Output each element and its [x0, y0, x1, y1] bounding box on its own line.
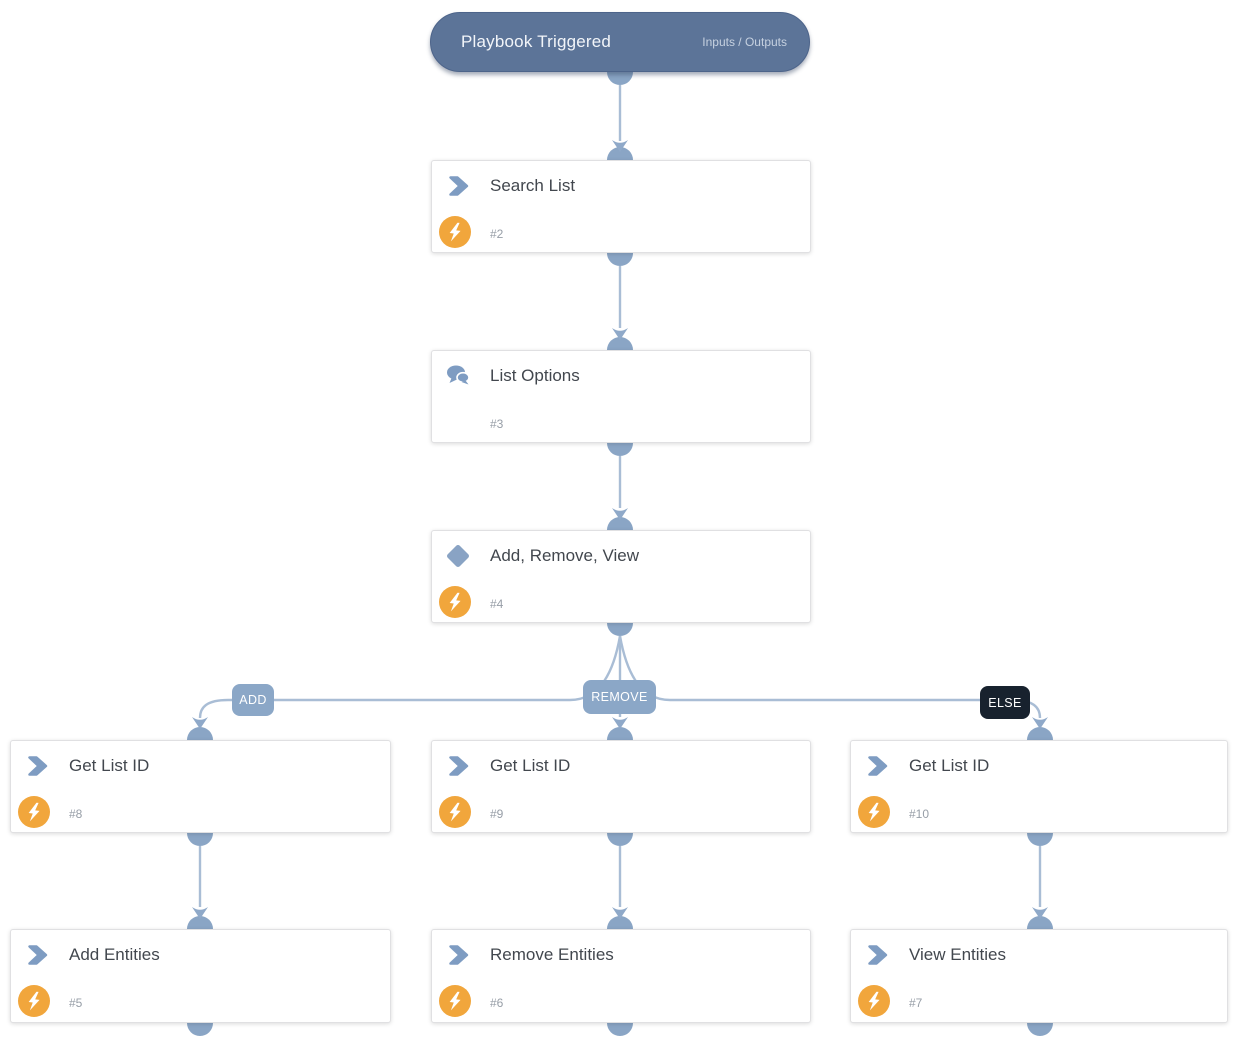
branch-label-add[interactable]: ADD	[232, 684, 274, 716]
node-number: #9	[490, 807, 504, 821]
chevron-right-icon	[24, 753, 50, 779]
action-bolt-icon	[858, 985, 890, 1017]
chevron-right-icon	[445, 753, 471, 779]
node-number: #10	[909, 807, 930, 821]
node-number: #5	[69, 996, 83, 1010]
node-title: Remove Entities	[490, 945, 614, 964]
node-number: #2	[490, 227, 504, 241]
action-bolt-icon	[18, 985, 50, 1017]
chevron-right-icon	[24, 942, 50, 968]
node-number: #4	[490, 597, 504, 611]
node-card-search-list[interactable]: Search List #2	[431, 160, 811, 253]
node-title: Get List ID	[909, 756, 990, 775]
node-card-list-options[interactable]: List Options #3	[431, 350, 811, 443]
trigger-title: Playbook Triggered	[461, 32, 612, 51]
node-card-get-list-id-add[interactable]: Get List ID #8	[10, 740, 391, 833]
action-bolt-icon	[439, 216, 471, 248]
inputs-outputs-button[interactable]: Inputs / Outputs	[702, 35, 787, 49]
action-bolt-icon	[858, 796, 890, 828]
node-title: Get List ID	[69, 756, 150, 775]
chevron-right-icon	[864, 942, 890, 968]
node-title: Add Entities	[69, 945, 160, 964]
action-bolt-icon	[439, 586, 471, 618]
branch-label-else[interactable]: ELSE	[980, 686, 1030, 719]
node-number: #7	[909, 996, 923, 1010]
node-title: Add, Remove, View	[490, 546, 639, 565]
node-card-get-list-id-else[interactable]: Get List ID #10	[850, 740, 1228, 833]
node-number: #8	[69, 807, 83, 821]
action-bolt-icon	[439, 985, 471, 1017]
node-number: #6	[490, 996, 504, 1010]
node-number: #3	[490, 417, 504, 431]
chat-bubbles-icon	[445, 363, 471, 389]
node-card-add-remove-view[interactable]: Add, Remove, View #4	[431, 530, 811, 623]
chevron-right-icon	[445, 173, 471, 199]
node-card-remove-entities[interactable]: Remove Entities #6	[431, 929, 811, 1023]
node-card-add-entities[interactable]: Add Entities #5	[10, 929, 391, 1023]
action-bolt-icon	[439, 796, 471, 828]
node-card-get-list-id-remove[interactable]: Get List ID #9	[431, 740, 811, 833]
chevron-right-icon	[864, 753, 890, 779]
node-title: Get List ID	[490, 756, 571, 775]
playbook-trigger-node[interactable]: Playbook Triggered Inputs / Outputs	[430, 12, 810, 72]
diamond-icon	[445, 543, 471, 569]
node-card-view-entities[interactable]: View Entities #7	[850, 929, 1228, 1023]
node-title: View Entities	[909, 945, 1007, 964]
action-bolt-icon	[18, 796, 50, 828]
node-title: List Options	[490, 366, 580, 385]
chevron-right-icon	[445, 942, 471, 968]
connector-wires	[198, 85, 1042, 907]
branch-label-remove[interactable]: REMOVE	[583, 680, 656, 714]
node-title: Search List	[490, 176, 576, 195]
